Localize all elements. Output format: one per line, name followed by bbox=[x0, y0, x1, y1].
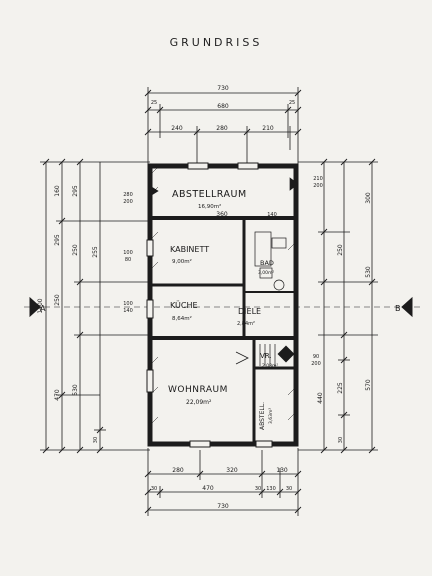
section-mark-a: A bbox=[40, 304, 46, 313]
room-area-bad: 3,00m² bbox=[258, 270, 274, 276]
dim-opening-4b: 140 bbox=[123, 308, 133, 314]
dim-top-seg-a: 240 bbox=[171, 125, 183, 132]
dim-left-d: 250 bbox=[72, 244, 79, 256]
dim-left-h: 530 bbox=[72, 384, 79, 396]
dim-bottom-seg-a: 280 bbox=[172, 467, 184, 474]
room-name-kabinett: KABINETT bbox=[170, 245, 209, 254]
page-title: GRUNDRISS bbox=[169, 36, 263, 49]
dim-inner-abst-b: 140 bbox=[267, 212, 277, 218]
room-name-abstell: ABSTELL. bbox=[259, 402, 266, 430]
room-area-diele: 2,84m² bbox=[237, 321, 255, 327]
dim-right-c: 530 bbox=[365, 266, 372, 278]
dim-top-end-b: 25 bbox=[289, 100, 295, 106]
dim-opening-3: 100 bbox=[123, 250, 133, 256]
dim-left-g: 470 bbox=[54, 389, 61, 401]
dim-opening-4: 100 bbox=[123, 301, 133, 307]
room-name-vr: VR. bbox=[260, 352, 272, 360]
dim-left-a: 160 bbox=[54, 185, 61, 197]
dim-left-e: 255 bbox=[92, 246, 99, 258]
dim-right-g: 30 bbox=[338, 437, 344, 443]
dim-inner-abst: 360 bbox=[216, 211, 228, 218]
dim-top-seg-b: 280 bbox=[216, 125, 228, 132]
room-name-bad: BAD bbox=[260, 259, 274, 267]
room-area-abstellraum: 16,90m² bbox=[198, 203, 221, 210]
room-area-wohnraum: 22,09m² bbox=[186, 399, 212, 406]
section-mark-b: B bbox=[395, 304, 401, 313]
room-area-vr: 2,08m² bbox=[262, 363, 278, 369]
dim-top-seg-c: 210 bbox=[262, 125, 274, 132]
dim-bottom-chain-a: 30 bbox=[151, 486, 157, 492]
dim-left-b: 295 bbox=[72, 185, 79, 197]
dim-bottom-seg-b: 320 bbox=[226, 467, 238, 474]
room-area-abstell: 3,63m² bbox=[268, 408, 274, 424]
dim-top-end-a: 25 bbox=[151, 100, 157, 106]
dim-opening-5b: 200 bbox=[311, 361, 321, 367]
room-name-abstellraum: ABSTELLRAUM bbox=[172, 189, 247, 200]
bathtub bbox=[254, 231, 272, 267]
dim-right-f: 570 bbox=[365, 379, 372, 391]
dim-left-total: 1400 bbox=[37, 298, 44, 313]
dim-left-f: 250 bbox=[54, 294, 61, 306]
dim-opening-1: 280 bbox=[123, 192, 133, 198]
dim-opening-3b: 80 bbox=[125, 257, 131, 263]
dim-left-c: 295 bbox=[54, 234, 61, 246]
dim-opening-2: 210 bbox=[313, 176, 323, 182]
room-area-kueche: 8,64m² bbox=[172, 315, 192, 322]
dim-bottom-chain-c: 30 bbox=[255, 486, 261, 492]
room-name-wohnraum: WOHNRAUM bbox=[168, 385, 228, 395]
room-name-diele: DIELE bbox=[238, 307, 261, 316]
dim-bottom-chain-d: 130 bbox=[266, 486, 276, 492]
dim-opening-2b: 200 bbox=[313, 183, 323, 189]
stair-symbol bbox=[254, 344, 276, 366]
dim-opening-5: 90 bbox=[313, 354, 319, 360]
dim-bottom-seg-c: 130 bbox=[276, 467, 288, 474]
dim-right-a: 300 bbox=[365, 192, 372, 204]
room-area-kabinett: 9,00m² bbox=[172, 258, 192, 265]
dim-right-d: 440 bbox=[317, 392, 324, 404]
dim-bottom-chain-b: 470 bbox=[202, 485, 214, 492]
dim-right-e: 225 bbox=[337, 382, 344, 394]
dim-opening-1b: 200 bbox=[123, 199, 133, 205]
dim-bottom-chain-e: 30 bbox=[286, 486, 292, 492]
dim-bottom-total: 730 bbox=[217, 503, 229, 510]
dim-top-inner: 680 bbox=[217, 103, 229, 110]
room-name-kueche: KÜCHE bbox=[170, 300, 198, 310]
dim-left-i: 30 bbox=[93, 437, 99, 443]
dim-top-total: 730 bbox=[217, 85, 229, 92]
dim-right-b: 250 bbox=[337, 244, 344, 256]
